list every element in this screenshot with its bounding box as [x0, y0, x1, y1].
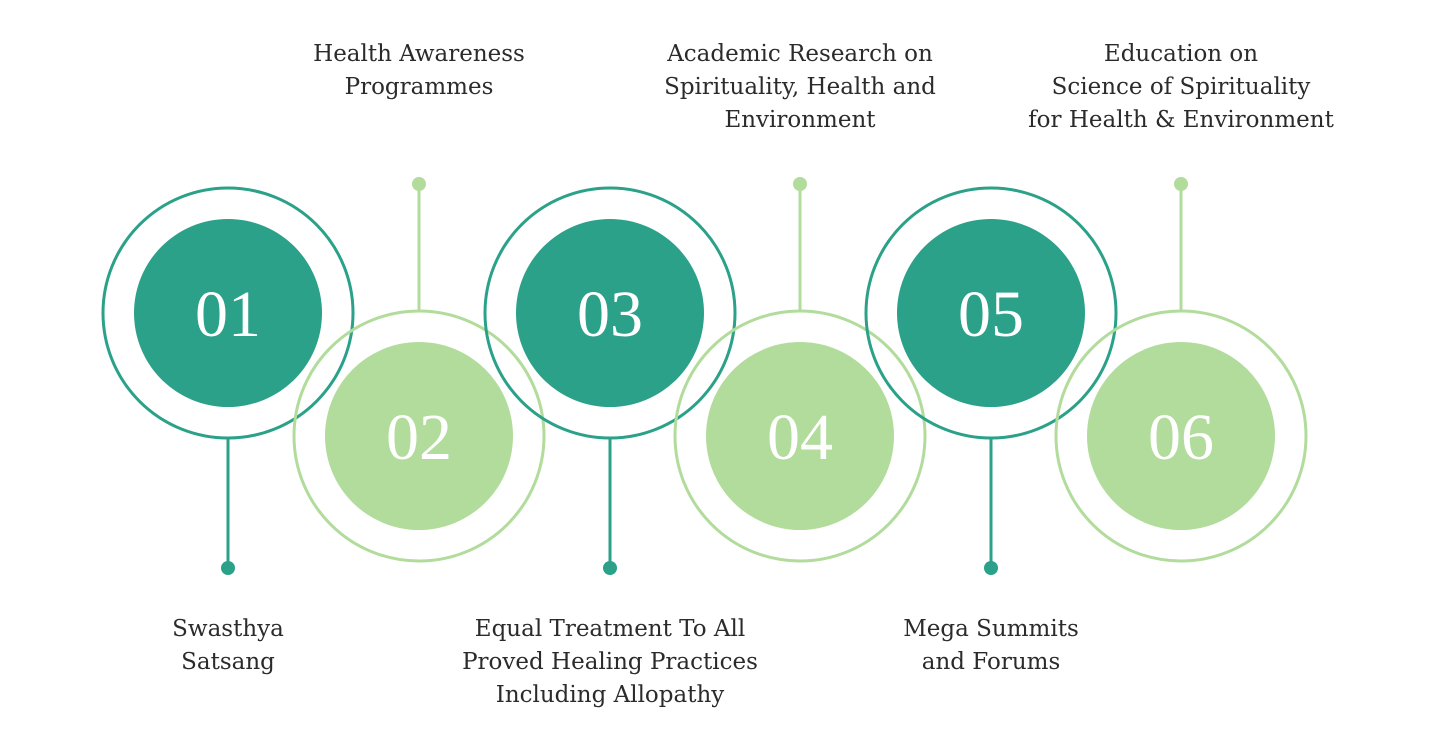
caption-05: Mega Summits and Forums [903, 616, 1079, 675]
step-number-03: 03 [577, 278, 643, 351]
caption-line: Including Allopathy [496, 682, 725, 708]
connector-dot-01 [221, 561, 235, 575]
step-06: 06 Education on Science of Spirituality for… [1028, 41, 1335, 563]
number-disc-01 [134, 219, 322, 407]
caption-line: Mega Summits [903, 616, 1079, 642]
caption-04: Academic Research on Spirituality, Health… [664, 41, 936, 133]
outer-ring-02 [292, 309, 546, 563]
caption-line: Environment [724, 107, 876, 133]
number-disc-05 [897, 219, 1085, 407]
caption-line: Health Awareness [313, 41, 525, 67]
step-04: 04 Academic Research on Spirituality, Heal… [664, 41, 936, 563]
outer-ring-06 [1054, 309, 1308, 563]
outer-ring-03 [483, 186, 737, 440]
connector-dot-05 [984, 561, 998, 575]
outer-ring-05 [864, 186, 1118, 440]
number-disc-02 [325, 342, 513, 530]
step-number-06: 06 [1148, 401, 1214, 474]
connector-dot-04 [793, 177, 807, 191]
step-number-05: 05 [958, 278, 1024, 351]
caption-line: Swasthya [172, 616, 284, 642]
caption-line: Education on [1104, 41, 1258, 67]
step-number-01: 01 [195, 278, 261, 351]
caption-line: for Health & Environment [1028, 107, 1334, 133]
caption-line: Academic Research on [666, 41, 933, 67]
caption-line: and Forums [922, 649, 1061, 675]
step-number-04: 04 [767, 401, 833, 474]
connector-dot-03 [603, 561, 617, 575]
step-number-02: 02 [386, 401, 452, 474]
caption-line: Equal Treatment To All [475, 616, 745, 642]
number-disc-04 [706, 342, 894, 530]
number-disc-06 [1087, 342, 1275, 530]
connector-dot-06 [1174, 177, 1188, 191]
caption-line: Proved Healing Practices [462, 649, 758, 675]
caption-06: Education on Science of Spirituality for H… [1028, 41, 1334, 133]
outer-ring-04 [673, 309, 927, 563]
caption-line: Science of Spirituality [1052, 74, 1311, 100]
outer-ring-01 [101, 186, 355, 440]
number-disc-03 [516, 219, 704, 407]
caption-line: Programmes [345, 74, 494, 100]
caption-line: Satsang [181, 649, 275, 675]
connector-dot-02 [412, 177, 426, 191]
caption-line: Spirituality, Health and [664, 74, 936, 100]
